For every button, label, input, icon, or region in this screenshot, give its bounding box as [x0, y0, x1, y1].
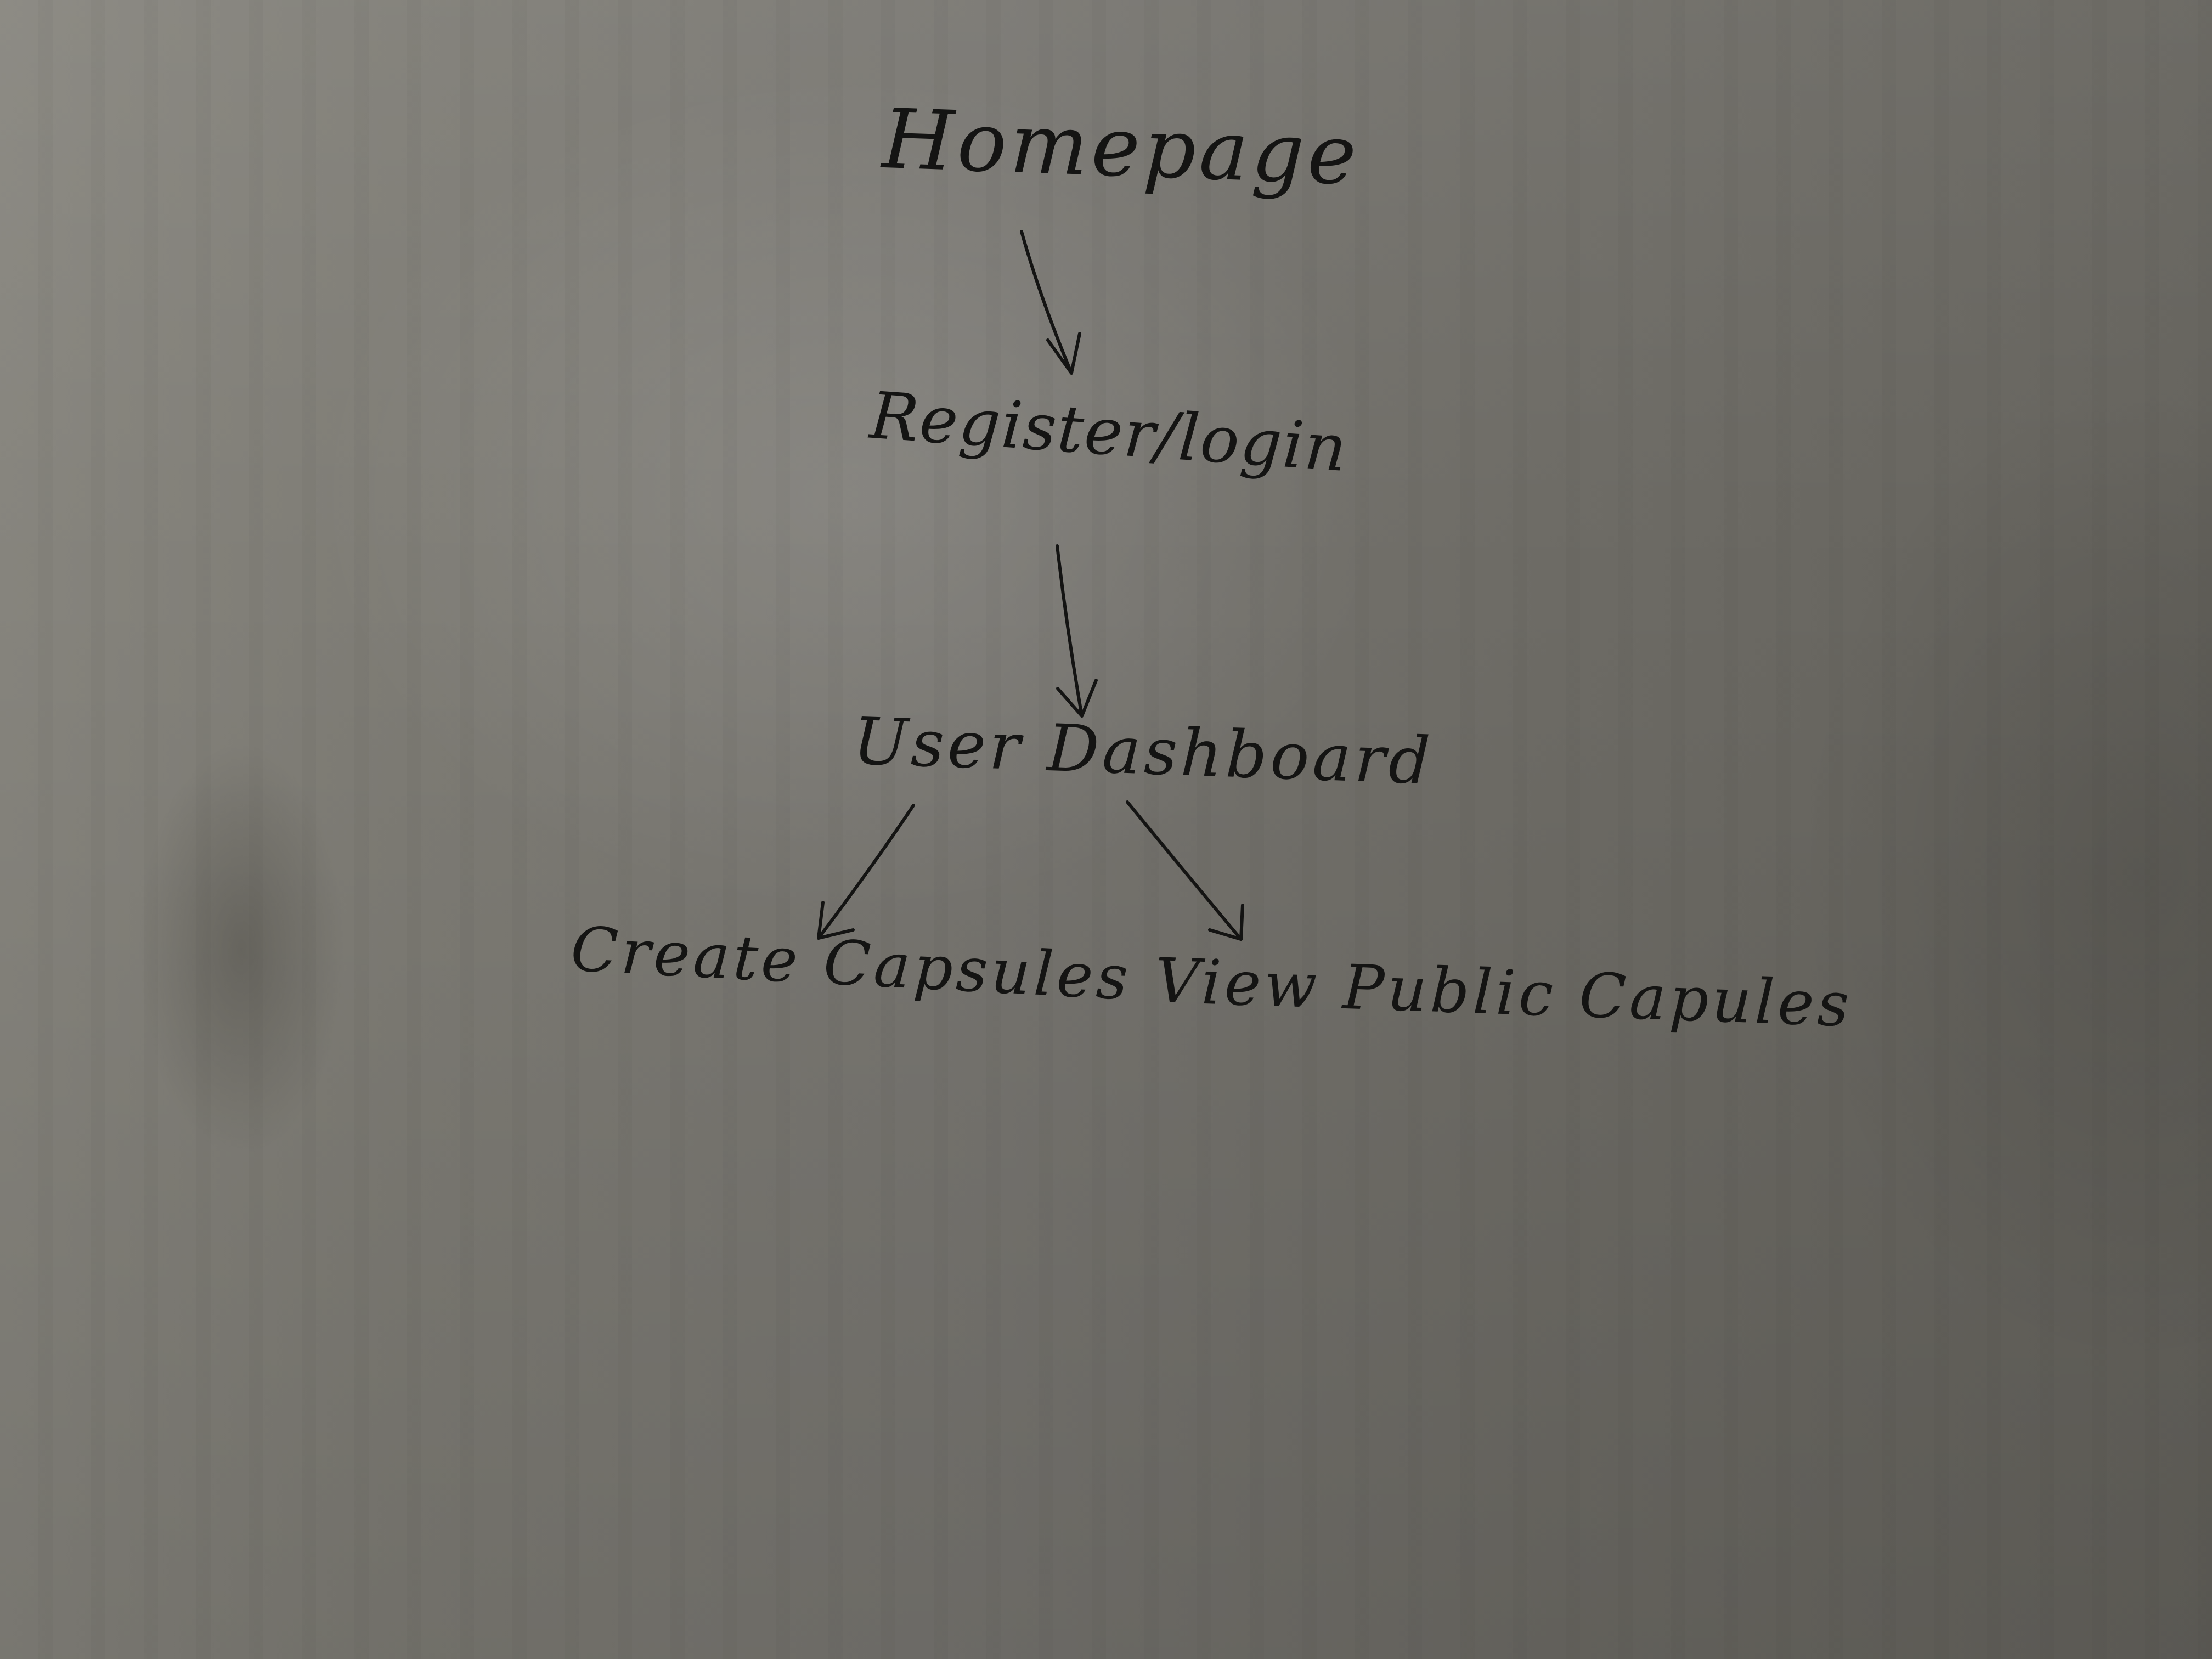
finger-shadow	[137, 741, 346, 1158]
node-homepage: Homepage	[881, 91, 1362, 204]
arrow-register-to-dashboard	[1056, 544, 1098, 718]
arrow-dashboard-to-view	[1126, 800, 1244, 941]
arrow-dashboard-to-create	[817, 804, 915, 940]
arrow-homepage-to-register	[1020, 230, 1081, 375]
